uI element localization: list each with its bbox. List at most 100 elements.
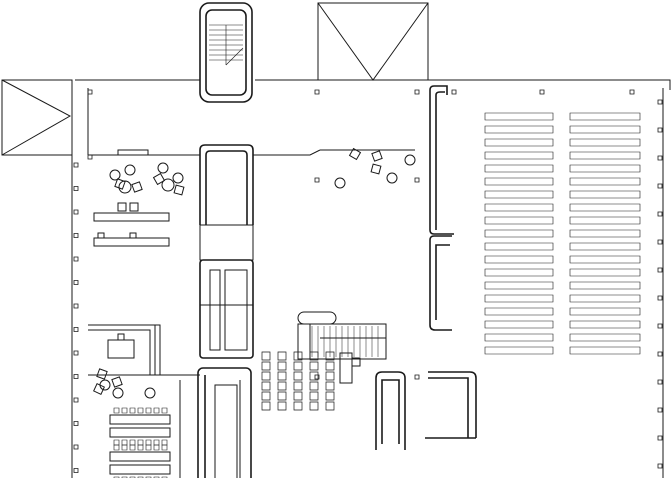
shelf: [326, 392, 334, 400]
shelf: [278, 372, 286, 380]
chair: [146, 477, 151, 478]
chair: [146, 408, 151, 413]
seat-row: [570, 334, 640, 341]
shelf: [262, 392, 270, 400]
column: [658, 156, 662, 160]
column: [658, 240, 662, 244]
interior-columns: [88, 90, 634, 379]
seat-row: [485, 295, 553, 302]
shelf: [326, 372, 334, 380]
chair: [162, 408, 167, 413]
seat-row: [485, 139, 553, 146]
chair: [114, 440, 119, 445]
chair: [114, 477, 119, 478]
shelf: [294, 352, 302, 360]
shelf: [326, 382, 334, 390]
auditorium-entry-cores: [430, 86, 454, 330]
shelf: [294, 372, 302, 380]
seat-row: [485, 282, 553, 289]
column: [658, 268, 662, 272]
shelf: [262, 402, 270, 410]
seat-row: [485, 204, 553, 211]
seat-row: [485, 321, 553, 328]
chair: [122, 445, 127, 450]
column: [74, 351, 78, 355]
shelf: [326, 362, 334, 370]
column: [658, 352, 662, 356]
column: [658, 128, 662, 132]
chair: [122, 477, 127, 478]
column: [74, 328, 78, 332]
chair: [146, 445, 151, 450]
seat-row: [570, 321, 640, 328]
chair: [162, 477, 167, 478]
column: [658, 296, 662, 300]
library-desk: [340, 353, 360, 383]
shelf: [294, 382, 302, 390]
column: [74, 375, 78, 379]
shelf: [310, 392, 318, 400]
shelf: [310, 362, 318, 370]
seat-row: [570, 347, 640, 354]
shelf: [278, 392, 286, 400]
column: [74, 187, 78, 191]
seat-row: [570, 178, 640, 185]
shelf: [326, 402, 334, 410]
seat-row: [485, 113, 553, 120]
column: [74, 210, 78, 214]
column: [74, 398, 78, 402]
seat-row: [485, 256, 553, 263]
lower-right-rooms: [376, 372, 476, 450]
seat-row: [485, 347, 553, 354]
chair: [130, 445, 135, 450]
chair: [162, 440, 167, 445]
seat-row: [485, 269, 553, 276]
central-stair: [298, 312, 386, 359]
meeting-chairs: [114, 408, 167, 478]
seat-row: [570, 269, 640, 276]
seat-row: [485, 334, 553, 341]
chair: [154, 408, 159, 413]
column: [658, 464, 662, 468]
seat-row: [570, 165, 640, 172]
shelf: [278, 362, 286, 370]
seat-row: [570, 204, 640, 211]
shelf: [278, 352, 286, 360]
column: [658, 436, 662, 440]
chair: [122, 440, 127, 445]
seat-row: [485, 308, 553, 315]
stair-treads: [312, 326, 378, 357]
shelf: [278, 382, 286, 390]
shelf: [326, 352, 334, 360]
chair: [138, 477, 143, 478]
seat-row: [485, 230, 553, 237]
chair: [114, 408, 119, 413]
column: [658, 408, 662, 412]
column: [658, 184, 662, 188]
seat-row: [570, 152, 640, 159]
column: [74, 469, 78, 473]
chair: [130, 440, 135, 445]
column: [74, 422, 78, 426]
column: [658, 100, 662, 104]
shelf: [310, 372, 318, 380]
column: [658, 380, 662, 384]
seat-row: [570, 295, 640, 302]
seat-row: [570, 282, 640, 289]
chair: [130, 477, 135, 478]
seat-row: [485, 152, 553, 159]
lounge-area: [88, 150, 200, 330]
shelf: [294, 362, 302, 370]
chair: [130, 408, 135, 413]
column: [74, 163, 78, 167]
shelf: [262, 352, 270, 360]
chair: [122, 408, 127, 413]
chair: [138, 440, 143, 445]
shelf: [262, 382, 270, 390]
hall-furniture: [253, 149, 415, 188]
office-room: [88, 325, 200, 394]
column: [74, 445, 78, 449]
column: [658, 324, 662, 328]
seat-row: [570, 126, 640, 133]
